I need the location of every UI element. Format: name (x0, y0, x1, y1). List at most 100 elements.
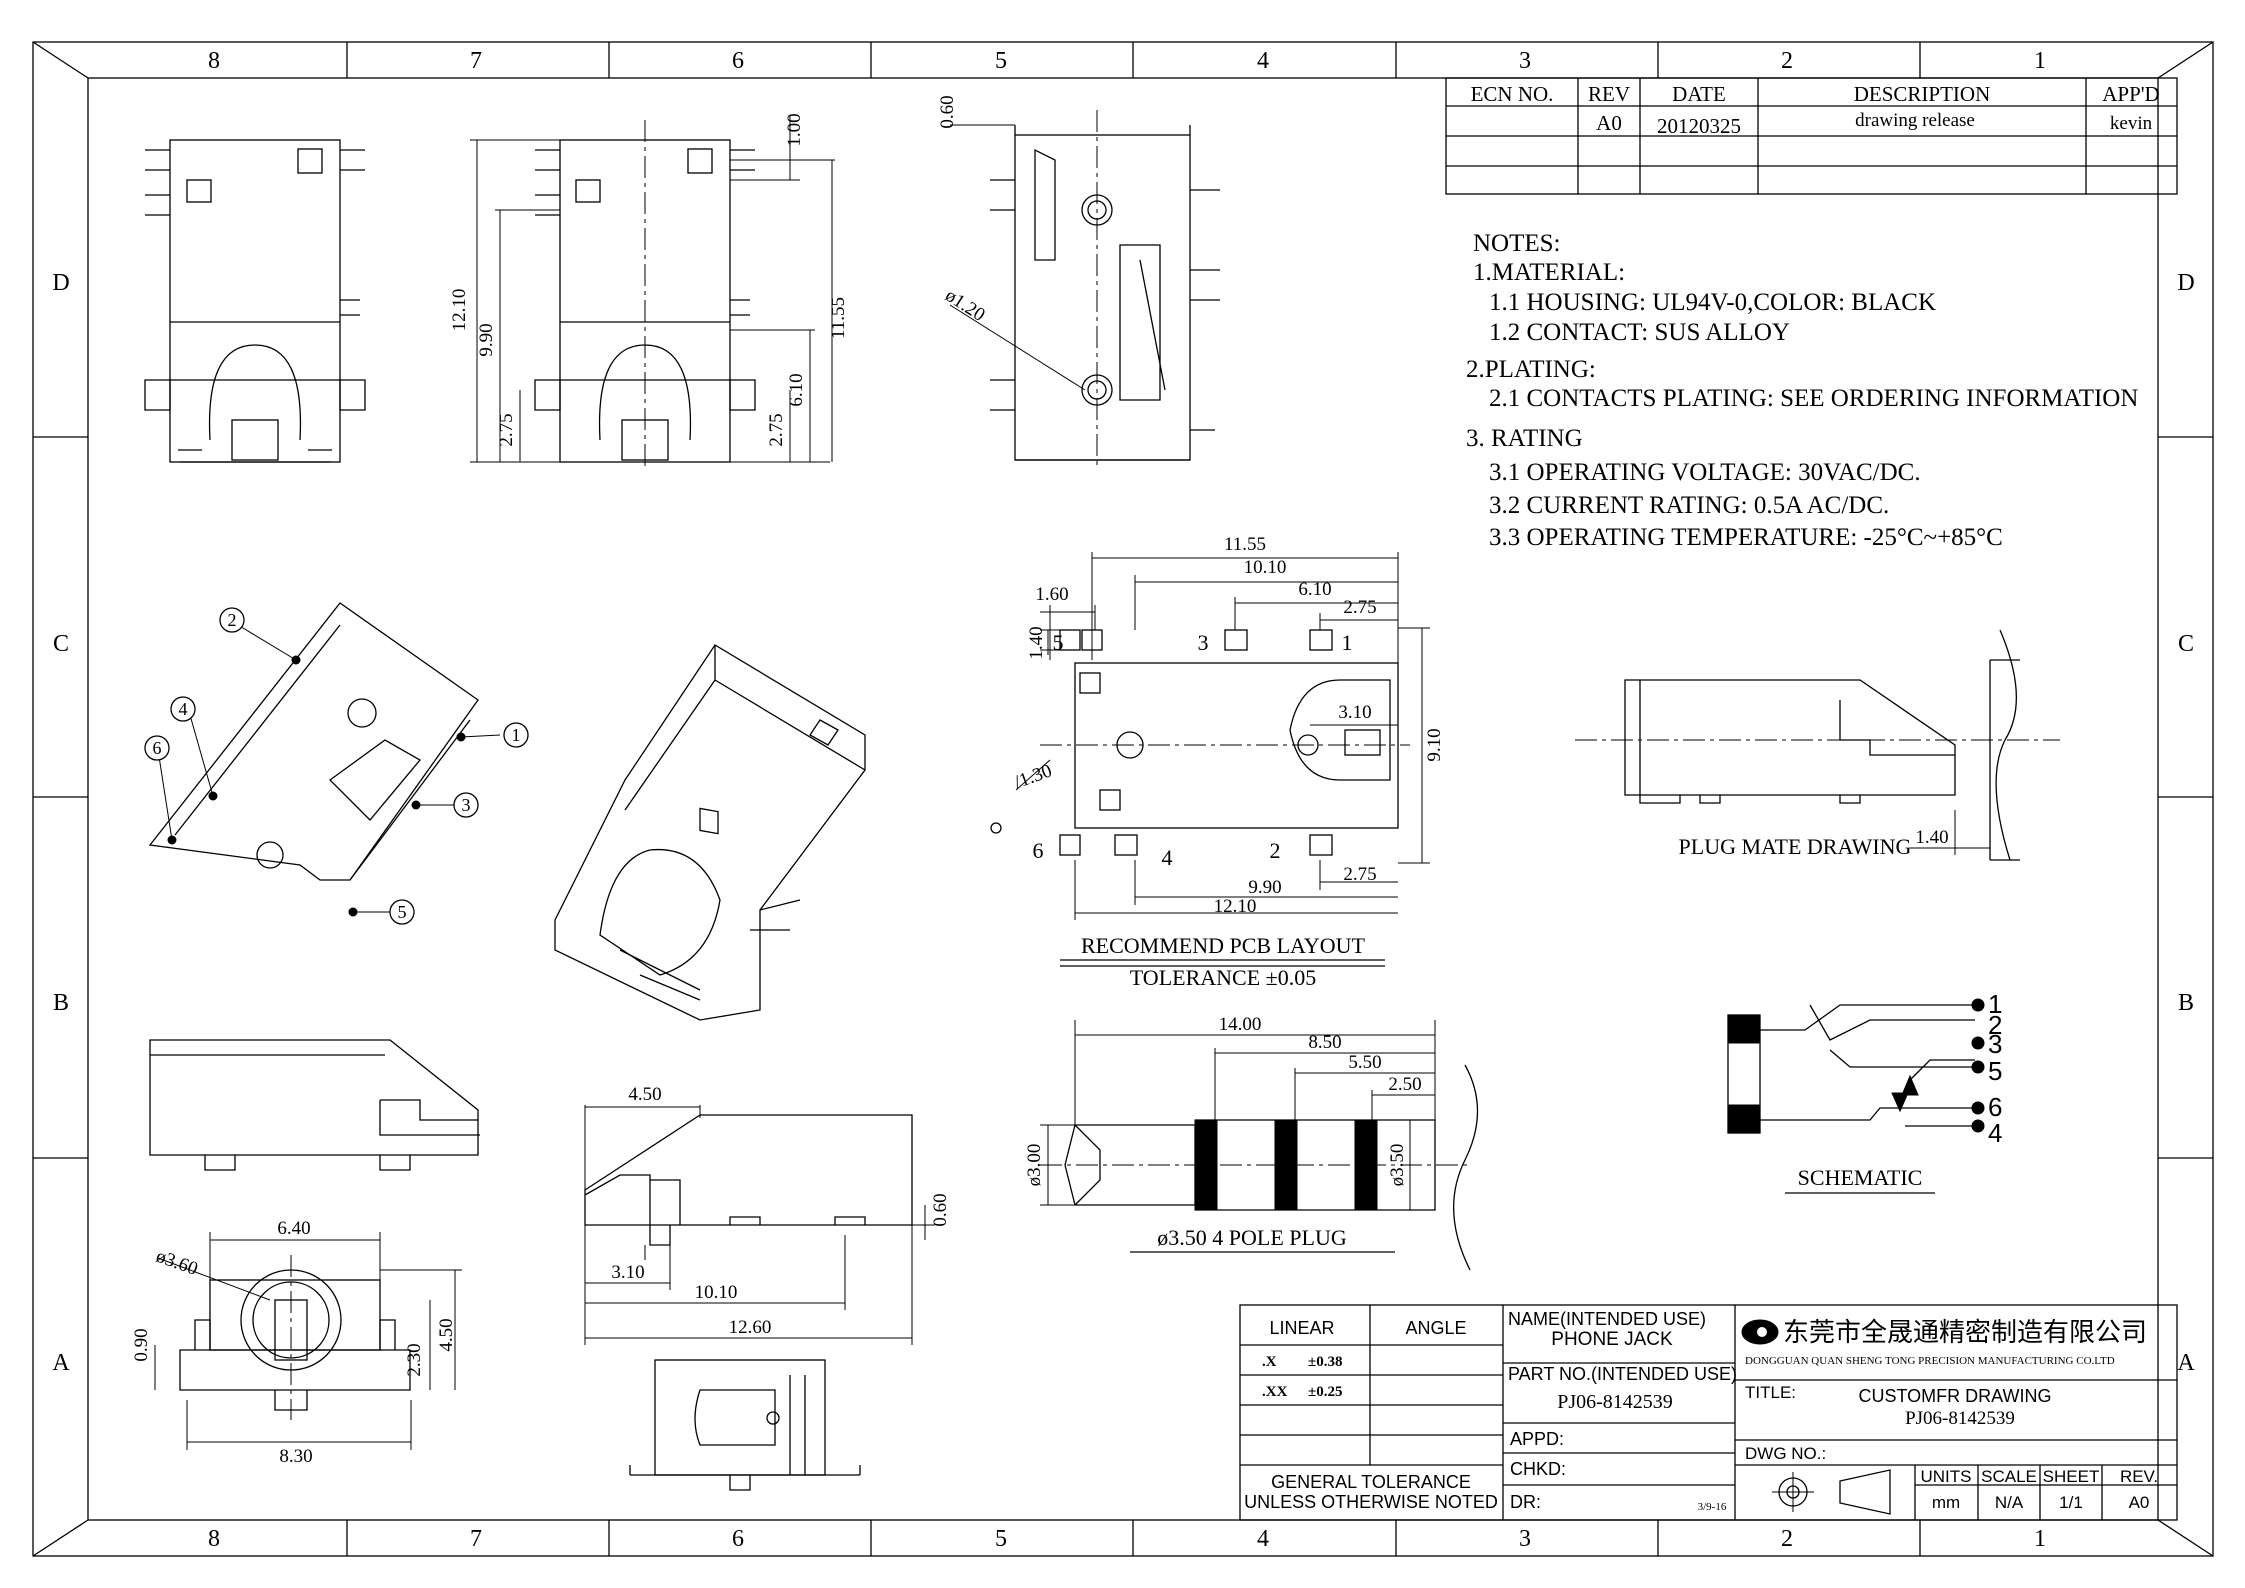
dim-label: 2.75 (766, 413, 787, 446)
col-label: 1 (2034, 48, 2046, 74)
row-label: D (52, 270, 69, 296)
pcb-pin-label: 3 (1198, 630, 1209, 655)
rev-header-appd: APP'D (2102, 82, 2159, 106)
tb-angle: ANGLE (1405, 1318, 1466, 1338)
pcb-pin-label: 5 (1053, 630, 1064, 655)
tb-tol-xx-val: ±0.25 (1308, 1384, 1342, 1400)
pin-callout: 4 (179, 699, 188, 719)
col-label: 1 (2034, 1526, 2046, 1552)
tb-units-label: UNITS (1921, 1467, 1972, 1486)
rev-cell-rev: A0 (1596, 111, 1622, 135)
dim-label: 6.10 (1298, 579, 1331, 600)
tb-appd: APPD: (1510, 1429, 1564, 1449)
tb-part-label: PART NO.(INTENDED USE) (1508, 1364, 1737, 1384)
dim-label: 0.90 (131, 1328, 152, 1361)
dim-label: 3.10 (1338, 702, 1371, 723)
col-label: 3 (1519, 48, 1531, 74)
col-label: 3 (1519, 1526, 1531, 1552)
tb-chkd: CHKD: (1510, 1459, 1566, 1479)
dim-label: ø3.00 (1024, 1144, 1045, 1187)
col-label: 4 (1257, 48, 1269, 74)
schematic-pin: 5 (1988, 1056, 2002, 1086)
col-label: 4 (1257, 1526, 1269, 1552)
side-view-top: 0.60 ø1.20 (937, 95, 1220, 465)
tb-name-label: NAME(INTENDED USE) (1508, 1309, 1706, 1329)
projection-symbol-icon (1772, 1469, 1891, 1515)
col-label: 7 (470, 48, 482, 74)
row-label: D (2177, 270, 2194, 296)
row-label: B (2178, 990, 2194, 1016)
dim-label: 10.10 (1244, 557, 1287, 578)
dim-label: ø3.50 (1387, 1144, 1408, 1187)
tb-general-tol-2: UNLESS OTHERWISE NOTED (1244, 1492, 1498, 1512)
pin-callout: 5 (398, 902, 407, 922)
end-view-bottom (629, 1359, 861, 1491)
dim-label: 11.55 (1224, 534, 1266, 555)
dim-label: /1.30 (1011, 760, 1054, 793)
dim-label: 8.50 (1308, 1032, 1341, 1053)
dim-label: 1.00 (784, 113, 805, 146)
revision-table: ECN NO. REV DATE DESCRIPTION APP'D A0 20… (1445, 77, 2178, 195)
tb-sheet-label: SHEET (2043, 1467, 2100, 1486)
dim-label: ø3.60 (153, 1246, 200, 1280)
plug-mate-view: 1.40 PLUG MATE DRAWING (1575, 629, 2060, 861)
schematic-pin: 6 (1988, 1092, 2002, 1122)
col-label: 8 (208, 48, 220, 74)
dim-label: 2.75 (1343, 597, 1376, 618)
col-label: 2 (1781, 48, 1793, 74)
side-view-left (149, 1039, 480, 1171)
side-view-bottom: 4.50 3.10 10.10 12.60 0.60 (584, 1084, 951, 1345)
top-view-left (144, 139, 366, 463)
dim-label: 10.10 (695, 1282, 738, 1303)
rev-cell-appd: kevin (2110, 113, 2153, 134)
tb-rev-label: REV. (2120, 1467, 2158, 1486)
tb-name-value: PHONE JACK (1551, 1329, 1673, 1350)
tb-rev-value: A0 (2129, 1493, 2150, 1512)
col-label: 6 (732, 1526, 744, 1552)
note-line: 3.1 OPERATING VOLTAGE: 30VAC/DC. (1489, 459, 1921, 486)
tb-dr-date: 3/9-16 (1698, 1501, 1727, 1513)
schematic-title: SCHEMATIC (1798, 1165, 1923, 1190)
tb-dr: DR: (1510, 1492, 1541, 1512)
rev-cell-desc: drawing release (1855, 110, 1975, 131)
tb-units-value: mm (1932, 1493, 1960, 1512)
note-line: 1.1 HOUSING: UL94V-0,COLOR: BLACK (1489, 289, 1936, 316)
tb-dwg-no: DWG NO.: (1745, 1444, 1826, 1463)
schematic-pin: 4 (1988, 1118, 2002, 1148)
row-label: A (52, 1350, 70, 1376)
dim-label: 2.75 (1343, 864, 1376, 885)
pin-callouts: 1 3 5 4 6 2 (144, 607, 529, 925)
plug-mate-title: PLUG MATE DRAWING (1679, 834, 1912, 859)
tb-scale-label: SCALE (1981, 1467, 2037, 1486)
dim-label: 9.90 (1248, 877, 1281, 898)
dim-label: 0.60 (930, 1193, 951, 1226)
tb-company-en: DONGGUAN QUAN SHENG TONG PRECISION MANUF… (1745, 1355, 2115, 1367)
rev-header-date: DATE (1672, 82, 1726, 106)
col-label: 5 (995, 48, 1007, 74)
dim-label: 2.30 (404, 1343, 425, 1376)
col-label: 6 (732, 48, 744, 74)
notes-title: NOTES: (1473, 230, 1561, 257)
schematic-pin: 3 (1988, 1029, 2002, 1059)
tb-tol-x: .X (1262, 1354, 1277, 1370)
tb-general-tol: GENERAL TOLERANCE (1271, 1472, 1471, 1492)
pcb-layout-view: 11.55 10.10 6.10 2.75 1.60 1.40 3.10 9.1… (990, 534, 1445, 990)
schematic-pin: 1 (1988, 989, 2002, 1019)
tb-scale-value: N/A (1995, 1493, 2024, 1512)
tb-linear: LINEAR (1269, 1318, 1334, 1338)
rev-header-rev: REV (1588, 82, 1630, 106)
row-label: A (2177, 1350, 2195, 1376)
tb-company-cn: 东莞市全晟通精密制造有限公司 (1783, 1318, 2147, 1347)
tb-sheet-value: 1/1 (2059, 1493, 2083, 1512)
note-line: 2.PLATING: (1466, 356, 1596, 383)
note-line: 3. RATING (1466, 425, 1583, 452)
pcb-pin-label: 1 (1342, 630, 1353, 655)
row-label: B (53, 990, 69, 1016)
notes-block: NOTES: 1.MATERIAL: 1.1 HOUSING: UL94V-0,… (1466, 230, 2138, 551)
note-line: 1.2 CONTACT: SUS ALLOY (1489, 319, 1790, 346)
dim-label: 12.60 (729, 1317, 772, 1338)
pin-callout: 2 (228, 610, 237, 630)
pin-callout: 1 (512, 725, 521, 745)
top-view-front: 12.10 9.90 2.75 2.75 6.10 11.55 1.00 (449, 113, 849, 470)
